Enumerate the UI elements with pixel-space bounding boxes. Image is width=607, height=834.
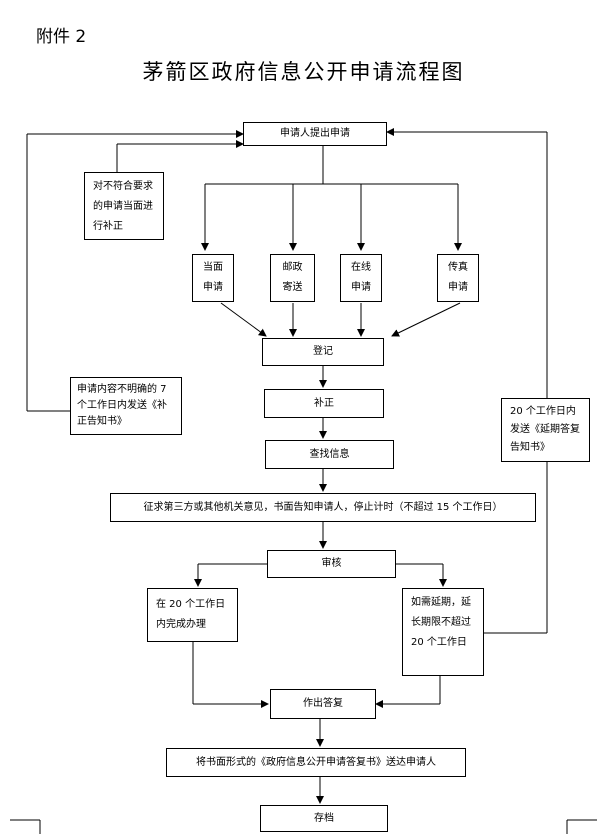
in-person-node: 当面 申请 xyxy=(192,254,234,302)
supplement-node: 补正 xyxy=(264,389,384,418)
archive-node: 存档 xyxy=(260,805,388,832)
attachment-label: 附件 2 xyxy=(36,27,87,47)
third-party-node: 征求第三方或其他机关意见，书面告知申请人，停止计时（不超过 15 个工作日） xyxy=(110,493,536,522)
unclear-notice-node: 申请内容不明确的 7个工作日内发送《补正告知书》 xyxy=(70,377,182,435)
page-title: 茅箭区政府信息公开申请流程图 xyxy=(142,60,465,84)
deliver-node: 将书面形式的《政府信息公开申请答复书》送达申请人 xyxy=(166,748,466,777)
postal-node: 邮政 寄送 xyxy=(270,254,315,302)
complete-20-node: 在 20 个工作日内完成办理 xyxy=(147,588,238,642)
extension-20-node: 如需延期，延长期限不超过 20 个工作日 xyxy=(402,588,484,676)
fax-node: 传真 申请 xyxy=(437,254,479,302)
reply-node: 作出答复 xyxy=(270,689,376,719)
correction-notice-node: 对不符合要求的申请当面进行补正 xyxy=(84,172,164,240)
register-node: 登记 xyxy=(262,338,384,366)
search-info-node: 查找信息 xyxy=(265,440,394,469)
applicant-submit-node: 申请人提出申请 xyxy=(243,122,387,146)
review-node: 审核 xyxy=(267,550,396,578)
online-node: 在线 申请 xyxy=(340,254,382,302)
extension-notice-node: 20 个工作日内发送《延期答复告知书》 xyxy=(501,398,590,462)
